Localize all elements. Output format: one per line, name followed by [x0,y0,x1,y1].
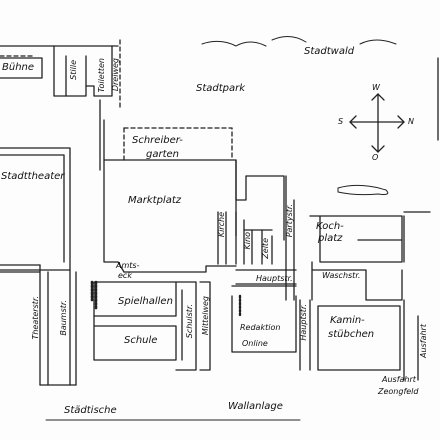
label-ausfahrt-zeng-1: Ausfahrt [382,375,416,384]
label-kochplatz-2: platz [318,233,343,244]
label-stille: Stille [69,60,78,80]
label-ausfahrt: Ausfahrt [419,324,428,358]
label-buehne: Bühne [2,62,35,73]
label-schreibergarten-1: Schreiber- [132,135,183,146]
compass-w: W [372,83,380,92]
label-kochplatz-1: Koch- [316,221,344,232]
label-marktplatz: Marktplatz [128,195,182,206]
compass-o: O [372,153,379,162]
label-stadtpark: Stadtpark [196,83,246,94]
compass-s: S [338,117,344,126]
label-stadtwald: Stadtwald [304,46,355,57]
label-hauptstr-2: Hauptstr. [299,304,308,341]
label-partystr: Partystr. [285,204,294,238]
label-schulstr: Schulstr. [185,304,194,339]
label-baumstr: Baumstr. [59,300,68,336]
label-waschstr: Waschstr. [322,271,361,280]
label-ausfahrt-zeng-2: Zeongfeld [378,387,419,396]
label-amtseck-1: Amts- [116,261,140,270]
label-kaminstuebchen-2: stübchen [328,329,375,340]
label-schule: Schule [124,335,158,346]
compass-n: N [408,117,414,126]
label-stadttheater: Stadttheater [1,171,65,182]
label-toiletten: Toiletten [97,58,106,93]
label-redaktion-1: Redaktion [240,323,281,332]
label-kirche: Kirche [217,212,226,238]
label-hauptstr-1: Hauptstr. [256,274,293,283]
label-amtseck-2: eck [118,271,132,280]
label-staedtische: Städtische [64,405,117,416]
label-kaminstuebchen-1: Kamin- [330,315,365,326]
label-kino: Kino [243,232,252,250]
label-wallanlage: Wallanlage [228,401,283,412]
label-dreiweg: Dreiweg [111,58,120,92]
label-theaterstr: Theaterstr. [31,296,40,340]
label-spielhallen: Spielhallen [118,296,173,307]
label-mittelweg: Mittelweg [201,296,210,336]
label-redaktion-2: Online [242,339,268,348]
label-schreibergarten-2: garten [146,149,179,160]
label-zelte: Zelte [261,238,270,259]
